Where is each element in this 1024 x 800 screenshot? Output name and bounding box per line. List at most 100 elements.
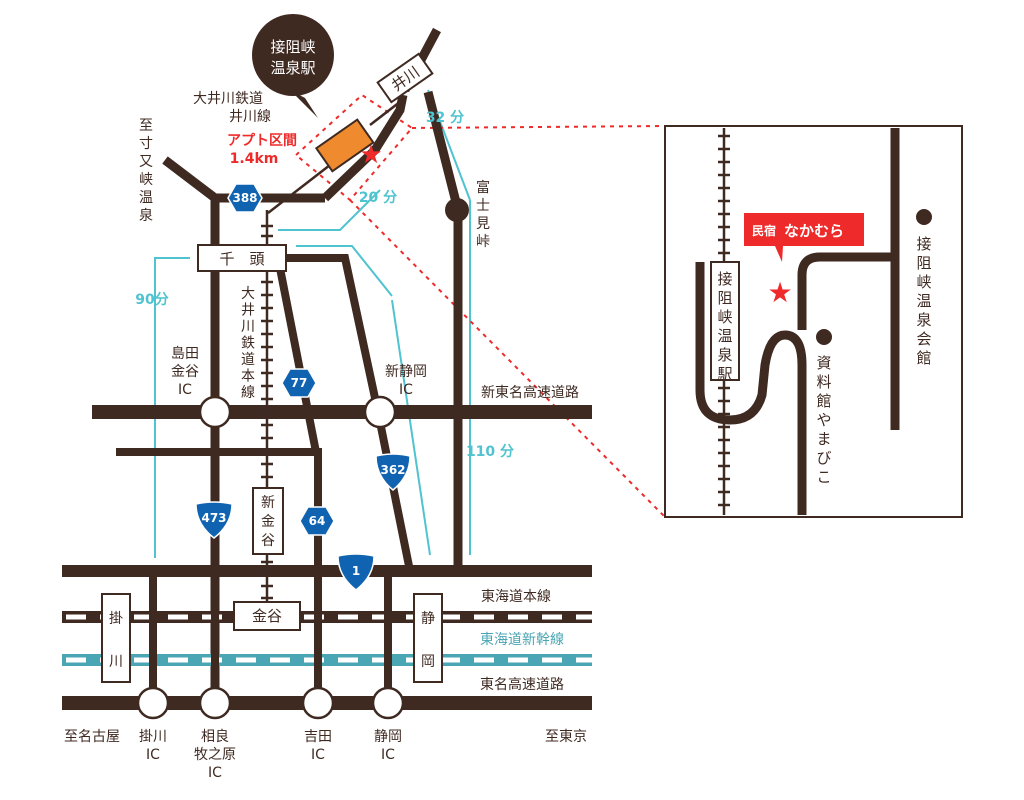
svg-text:IC: IC [399,382,413,398]
svg-text:島田: 島田 [171,346,199,362]
shin-shizuoka-ic-label: 新静岡 IC [385,364,427,398]
ikawa-line-label-2: 井川線 [229,109,271,125]
svg-text:静岡: 静岡 [374,729,402,745]
guide-90min [154,257,190,558]
shin-kanaya-1: 新 [261,495,275,511]
svg-text:金谷: 金谷 [252,607,282,625]
svg-text:64: 64 [309,514,326,528]
vertical-char: 峠 [476,234,490,250]
svg-text:IC: IC [208,765,222,781]
svg-text:掛: 掛 [109,611,123,627]
minshuku-name: なかむら [784,222,844,240]
vertical-char: 川 [241,319,255,335]
vertical-char: 駅 [717,365,732,383]
vertical-char: 至 [139,118,153,134]
fujimi-road [423,90,463,571]
tomei-label: 東名高速道路 [480,676,564,693]
vertical-char: こ [816,468,831,486]
svg-text:388: 388 [232,191,257,205]
kakegawa-ic-marker [136,686,170,720]
vertical-char: 接 [916,235,931,253]
shin-kanaya-3: 谷 [261,533,275,549]
route-362-road [280,254,414,572]
vertical-char: 接 [717,270,732,288]
time-20min: 20 分 [359,190,397,206]
vertical-char: 井 [241,303,255,319]
to-nagoya-label: 至名古屋 [64,729,120,745]
vertical-char: 見 [476,216,490,232]
svg-text:IC: IC [146,747,160,763]
route-shield-362: 362 [375,453,411,491]
to-tokyo-label: 至東京 [545,729,587,745]
svg-text:473: 473 [201,511,226,525]
vertical-char: 士 [476,198,490,214]
senzu-station: 千 頭 [197,244,287,272]
vertical-char: び [816,449,831,467]
time-guide-lines [154,89,471,558]
vertical-char: 温 [139,190,153,206]
time-32min: 32 分 [426,110,464,126]
vertical-char: 温 [916,292,931,310]
route-shield-473: 473 [195,501,233,539]
ikawa-line-label-1: 大井川鉄道 [193,91,263,107]
svg-text:吉田: 吉田 [304,729,332,745]
vertical-char: 峡 [717,308,732,326]
shimada-kanaya-ic-marker [198,395,232,429]
route-388-road [321,94,408,202]
kanaya-station: 金谷 [233,601,301,631]
minshuku-nakamura-badge [744,213,864,246]
svg-text:362: 362 [380,463,405,477]
interchanges [136,395,405,720]
svg-text:掛川: 掛川 [139,729,167,745]
shin-kanaya-2: 金 [261,514,275,530]
svg-text:牧之原: 牧之原 [194,747,236,763]
vertical-char: 鉄 [241,336,255,352]
vertical-char: 温 [717,327,732,345]
vertical-char: 大 [241,286,255,302]
guide-362 [391,299,431,556]
vertical-char: 又 [139,154,153,170]
nakamura-star-icon: ★ [359,140,382,170]
route-shield-77: 77 [281,368,317,398]
svg-text:1: 1 [352,564,360,578]
vertical-char: 阻 [916,254,931,272]
shin-tomei-label: 新東名高速道路 [481,384,579,401]
vertical-char: 資 [816,354,831,372]
time-90min: 90分 [135,292,168,308]
apt-section-label: アプト区間 [227,133,297,149]
tokaido-line-label: 東海道本線 [481,589,551,605]
ikawa-station: 井川 [376,52,434,104]
vertical-char: 線 [241,385,255,401]
inset-pointer-lines [294,93,666,518]
kakegawa-station: 掛 川 [101,593,131,683]
sesshokyo-station-marker [314,118,375,173]
svg-text:岡: 岡 [421,654,435,670]
svg-text:静: 静 [421,611,435,627]
vertical-char: ま [816,430,831,448]
vertical-char: 道 [241,352,255,368]
vertical-char: 泉 [139,207,153,224]
station-callout: 接阻峡 温泉駅 [252,14,334,118]
museum-marker [816,329,832,345]
vertical-char: 泉 [717,346,732,364]
route-shield-1: 1 [337,553,375,591]
shinkansen-label: 東海道新幹線 [480,631,564,648]
minshuku-prefix: 民宿 [752,223,776,238]
route-77-road [274,257,320,453]
vertical-char: 峡 [916,273,931,291]
sagara-ic-marker [198,686,232,720]
vertical-char: 本 [241,369,255,385]
shimada-kanaya-ic-label: 島田 金谷 IC [171,346,199,398]
svg-text:IC: IC [381,747,395,763]
vertical-char: 会 [916,330,931,348]
shin-kanaya-station: 新 金 谷 [252,487,284,555]
shizuoka-ic-label: 静岡 IC [374,729,402,763]
svg-text:新静岡: 新静岡 [385,364,427,380]
time-110min: 110 分 [466,444,514,460]
inset-station-box [710,261,740,381]
vertical-char: 寸 [139,136,153,152]
